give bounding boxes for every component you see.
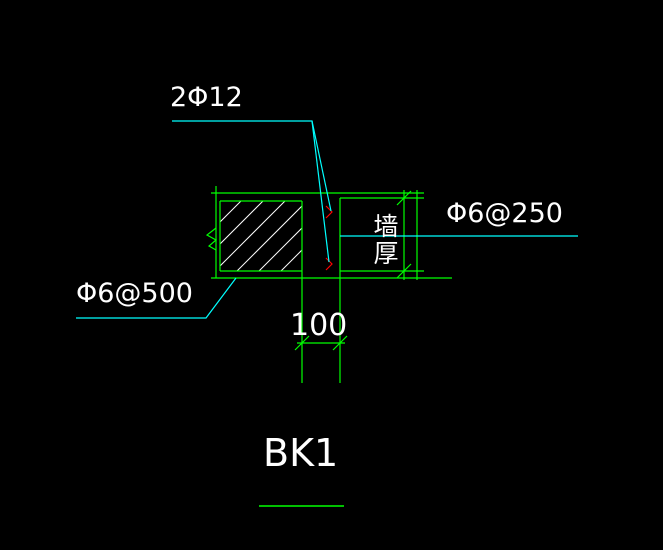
- detail-title: BK1: [263, 431, 339, 475]
- rebar-marks: [325, 205, 333, 271]
- wall-thickness-label: 墙厚: [373, 212, 399, 268]
- right-rebar-label: Φ6@250: [446, 198, 563, 229]
- width-dimension: [294, 335, 348, 351]
- width-dimension-label: 100: [290, 308, 348, 343]
- top-rebar-label: 2Φ12: [170, 82, 243, 113]
- break-symbol: [205, 227, 218, 251]
- concrete-outline: [211, 186, 452, 383]
- wall-thickness-dimension: [396, 190, 412, 280]
- leader-lines: [76, 120, 578, 319]
- section-hatch: [220, 201, 302, 271]
- left-rebar-label: Φ6@500: [76, 278, 193, 309]
